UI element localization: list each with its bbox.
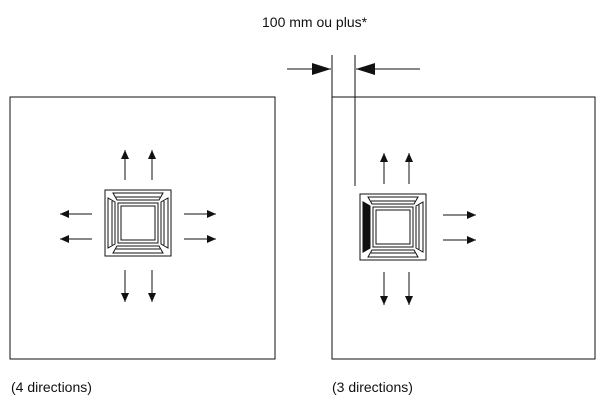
- clearance-dimension: 100 mm ou plus*: [262, 14, 420, 186]
- caption-3-directions: (3 directions): [332, 379, 413, 395]
- ceiling-outline: [9, 96, 276, 360]
- ceiling-outline: [331, 96, 596, 360]
- panel-3-directions: (3 directions): [331, 96, 596, 395]
- indoor-unit-4-way: [104, 189, 172, 257]
- panel-4-directions: (4 directions): [9, 96, 276, 395]
- caption-4-directions: (4 directions): [11, 379, 92, 395]
- clearance-label: 100 mm ou plus*: [262, 14, 368, 30]
- blocked-louvre: [362, 201, 371, 253]
